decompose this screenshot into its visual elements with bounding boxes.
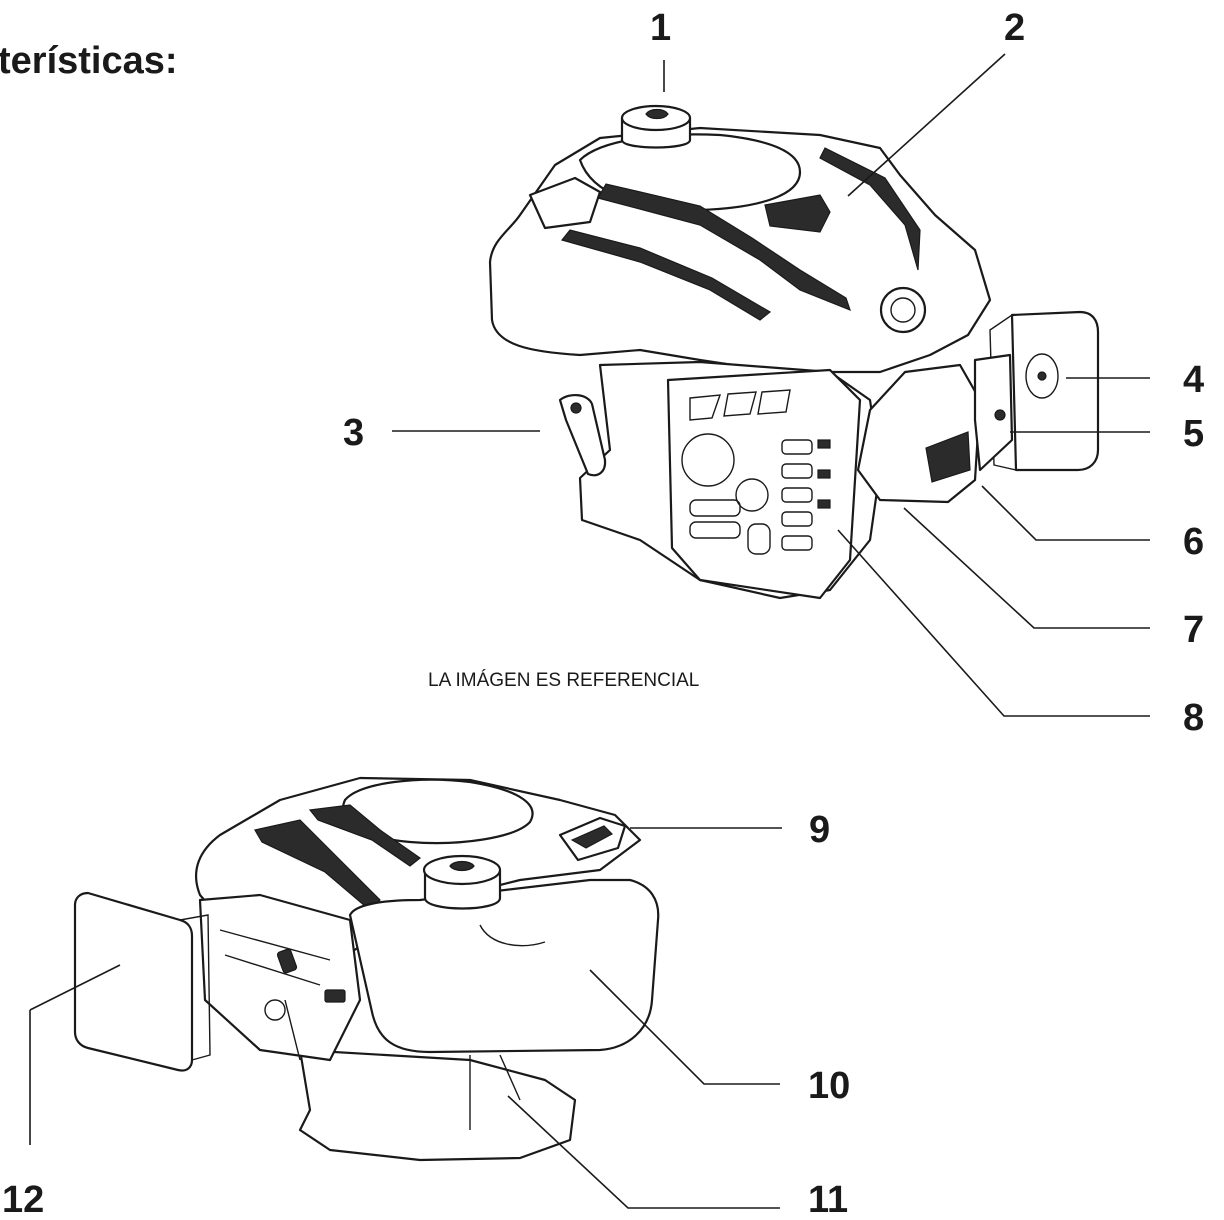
callout-3: 3	[343, 412, 364, 454]
shroud-vent-mesh-rear	[308, 804, 422, 867]
leader-11	[507, 1095, 780, 1209]
leader-12-tip	[29, 964, 121, 1011]
engine-front-view	[488, 104, 1100, 600]
leader-6	[981, 485, 1150, 541]
callout-2: 2	[1004, 7, 1025, 49]
callout-6: 6	[1183, 521, 1204, 563]
page-heading: terísticas:	[0, 40, 178, 82]
fuel-cap-rear	[422, 854, 502, 910]
throttle-linkage	[198, 893, 362, 1062]
callout-8: 8	[1183, 697, 1204, 739]
callout-10: 10	[808, 1065, 850, 1107]
leader-2	[847, 53, 1006, 197]
callout-4: 4	[1183, 359, 1204, 401]
reference-caption: LA IMÁGEN ES REFERENCIAL	[428, 670, 700, 691]
callout-7: 7	[1183, 609, 1204, 651]
lift-handle	[558, 816, 627, 862]
air-filter-front	[989, 310, 1100, 472]
shroud-stripe	[819, 147, 921, 271]
air-filter-rear	[73, 891, 211, 1072]
leader-8	[837, 529, 1150, 717]
leader-10	[589, 969, 780, 1085]
callout-11: 11	[808, 1179, 848, 1220]
fuel-cap	[620, 104, 692, 149]
crankcase-rear	[298, 1048, 577, 1162]
fuel-tank	[348, 878, 660, 1054]
shroud-side-vent	[764, 194, 831, 233]
engine-rear-view	[73, 776, 660, 1162]
recoil-handle-housing	[528, 176, 602, 230]
shroud-round-badge	[879, 286, 927, 334]
callout-9: 9	[809, 809, 830, 851]
callout-1: 1	[650, 7, 671, 49]
muffler-guard	[666, 368, 862, 600]
shroud-vent-mesh	[560, 229, 772, 321]
ohv-valve-cover	[856, 363, 982, 504]
leader-7	[903, 507, 1150, 629]
oil-dipstick	[558, 394, 607, 477]
callout-12: 12	[2, 1179, 44, 1220]
carburetor-front	[973, 353, 1014, 472]
shroud-vent-mesh	[597, 183, 851, 312]
callout-5: 5	[1183, 413, 1204, 455]
